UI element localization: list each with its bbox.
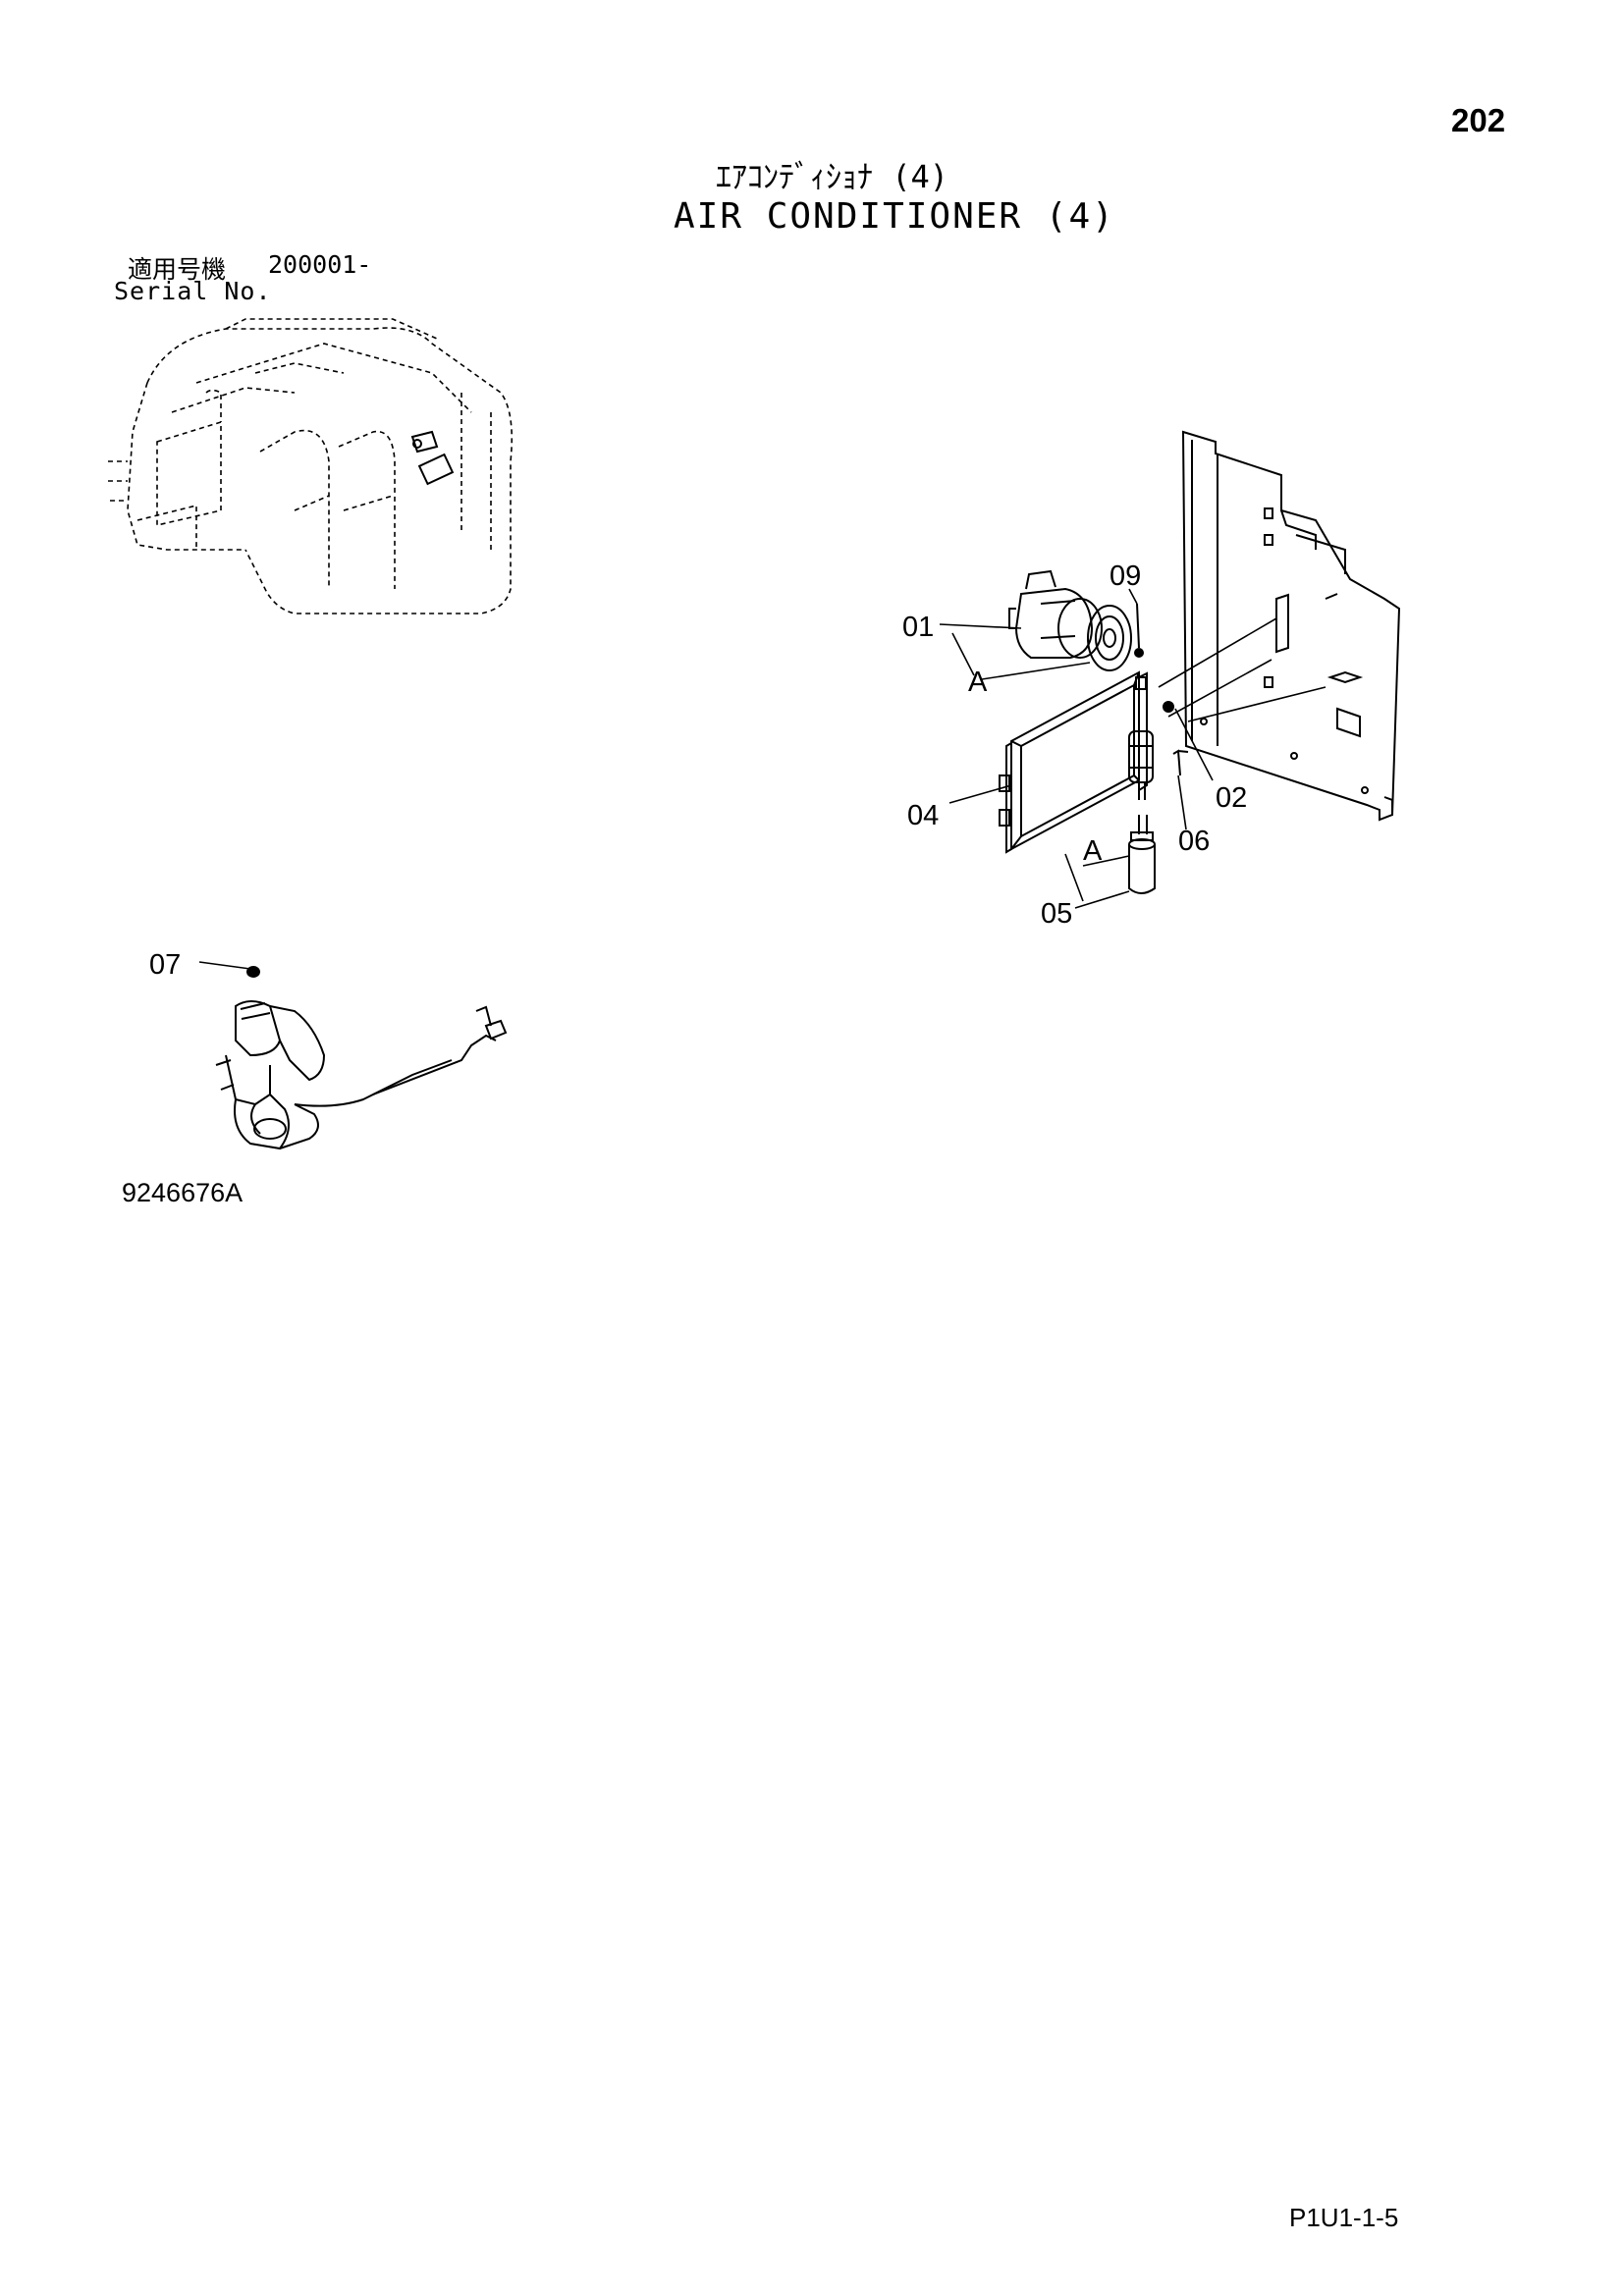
cab-mount-parts [410,430,455,486]
page-number: 202 [1451,102,1506,138]
receiver-bracket-drawing [1128,730,1189,800]
callout-a-compressor: A [968,667,988,698]
drawing-number: 9246676A [122,1178,244,1207]
page-title-japanese: ｴｱｺﾝﾃﾞｨｼｮﾅ (4) [716,158,949,195]
callout-05: 05 [1041,898,1072,930]
leader-lines [198,588,1214,970]
serial-number-value: 200001- [268,250,372,279]
callout-09: 09 [1110,561,1141,592]
compressor-drawing [1008,569,1132,671]
blower-duct-assembly-drawing [215,966,508,1150]
callout-06: 06 [1178,826,1210,857]
cab-overview-drawing [108,318,514,614]
mounting-panel-drawing [1181,430,1401,822]
serial-label-japanese: 適用号機 [128,256,227,284]
page-code: P1U1-1-5 [1289,2203,1399,2232]
callout-a-receiver: A [1083,835,1103,867]
serial-label: Serial No. [114,277,272,305]
callout-01: 01 [902,612,934,643]
callout-07: 07 [149,949,181,981]
reference-lines [1158,617,1326,722]
callout-labels: 01 09 A 02 04 06 A 05 07 [149,561,1247,981]
callout-04: 04 [907,800,939,831]
receiver-drier-drawing [1128,815,1156,894]
page-title: AIR CONDITIONER (4) [674,196,1115,237]
screw-drawing [1134,603,1144,658]
condenser-drawing [999,670,1148,854]
bolt-drawing [1163,701,1174,713]
callout-02: 02 [1216,782,1247,814]
